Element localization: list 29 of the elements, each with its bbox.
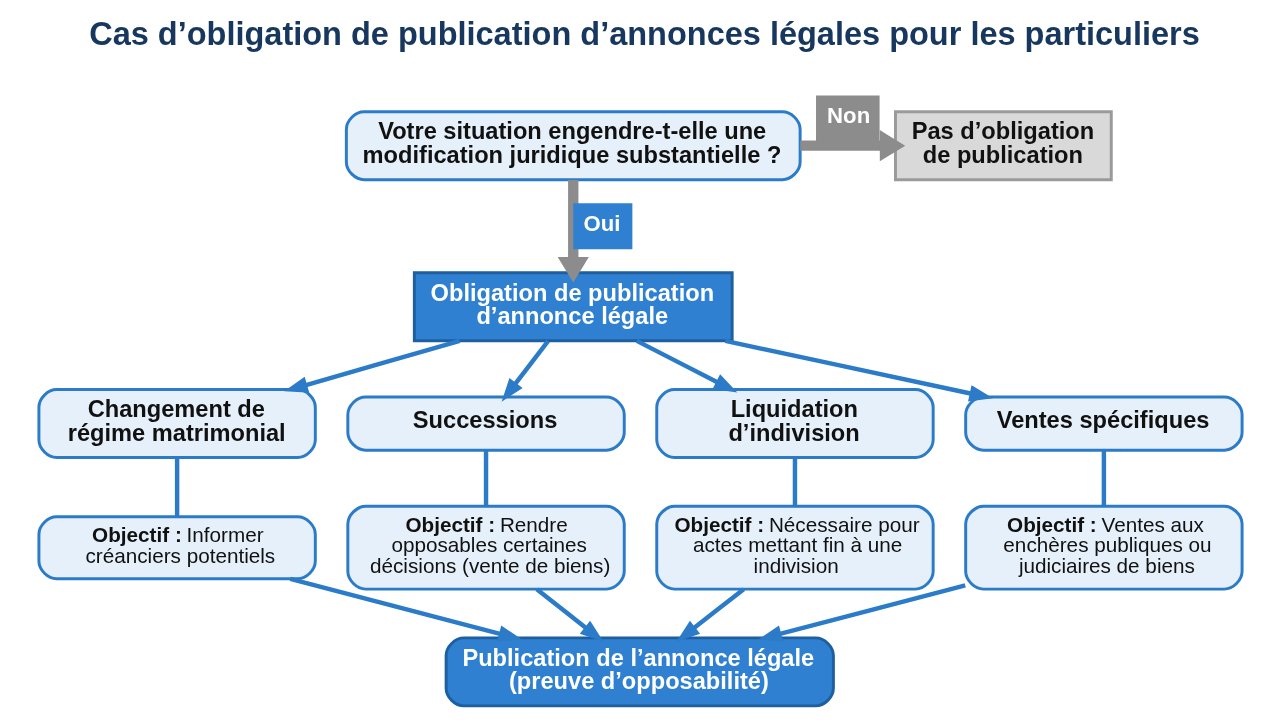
connector bbox=[1101, 450, 1106, 507]
arrow bbox=[501, 339, 550, 402]
node-box: Obligation de publication d’annonce légale bbox=[412, 271, 734, 343]
arrow bbox=[557, 179, 589, 283]
node-box: Votre situation engendre-t-elle une modification juridique substantielle ? bbox=[344, 110, 802, 182]
edge-label: Non bbox=[826, 102, 870, 128]
node-box: Changement de régime matrimonial bbox=[36, 388, 317, 460]
arrow bbox=[283, 338, 460, 393]
arrow bbox=[724, 338, 993, 402]
arrow bbox=[675, 587, 745, 642]
node-box: Publication de l’annonce légale (preuve d’opposabilité) bbox=[444, 636, 835, 708]
node-box: Objectif : Nécessaire pour actes mettant fin à une indivision bbox=[654, 504, 935, 591]
diagram-title: Cas d’obligation de publication d’annonces légales pour les particuliers bbox=[88, 15, 1200, 52]
edge-label: Oui bbox=[583, 210, 621, 236]
connector bbox=[483, 450, 488, 507]
connector bbox=[792, 458, 797, 507]
node-box: Ventes spécifiques bbox=[963, 395, 1244, 452]
arrow bbox=[534, 587, 604, 642]
arrow bbox=[635, 338, 737, 393]
node-box: Objectif : Informer créanciers potentiels bbox=[36, 515, 317, 581]
arrow bbox=[799, 130, 905, 162]
node-box: Pas d’obligation de publication bbox=[893, 110, 1113, 182]
connector bbox=[174, 458, 179, 517]
node-box: Objectif : Ventes aux enchères publiques ou judiciaires de biens bbox=[963, 504, 1244, 591]
node-box: Liquidation d’indivision bbox=[654, 388, 935, 460]
arrow bbox=[289, 576, 522, 642]
arrow bbox=[757, 583, 966, 642]
node-box: Objectif : Rendre opposables certaines décisions (vente de biens) bbox=[345, 504, 626, 591]
node-box: Successions bbox=[345, 395, 626, 452]
